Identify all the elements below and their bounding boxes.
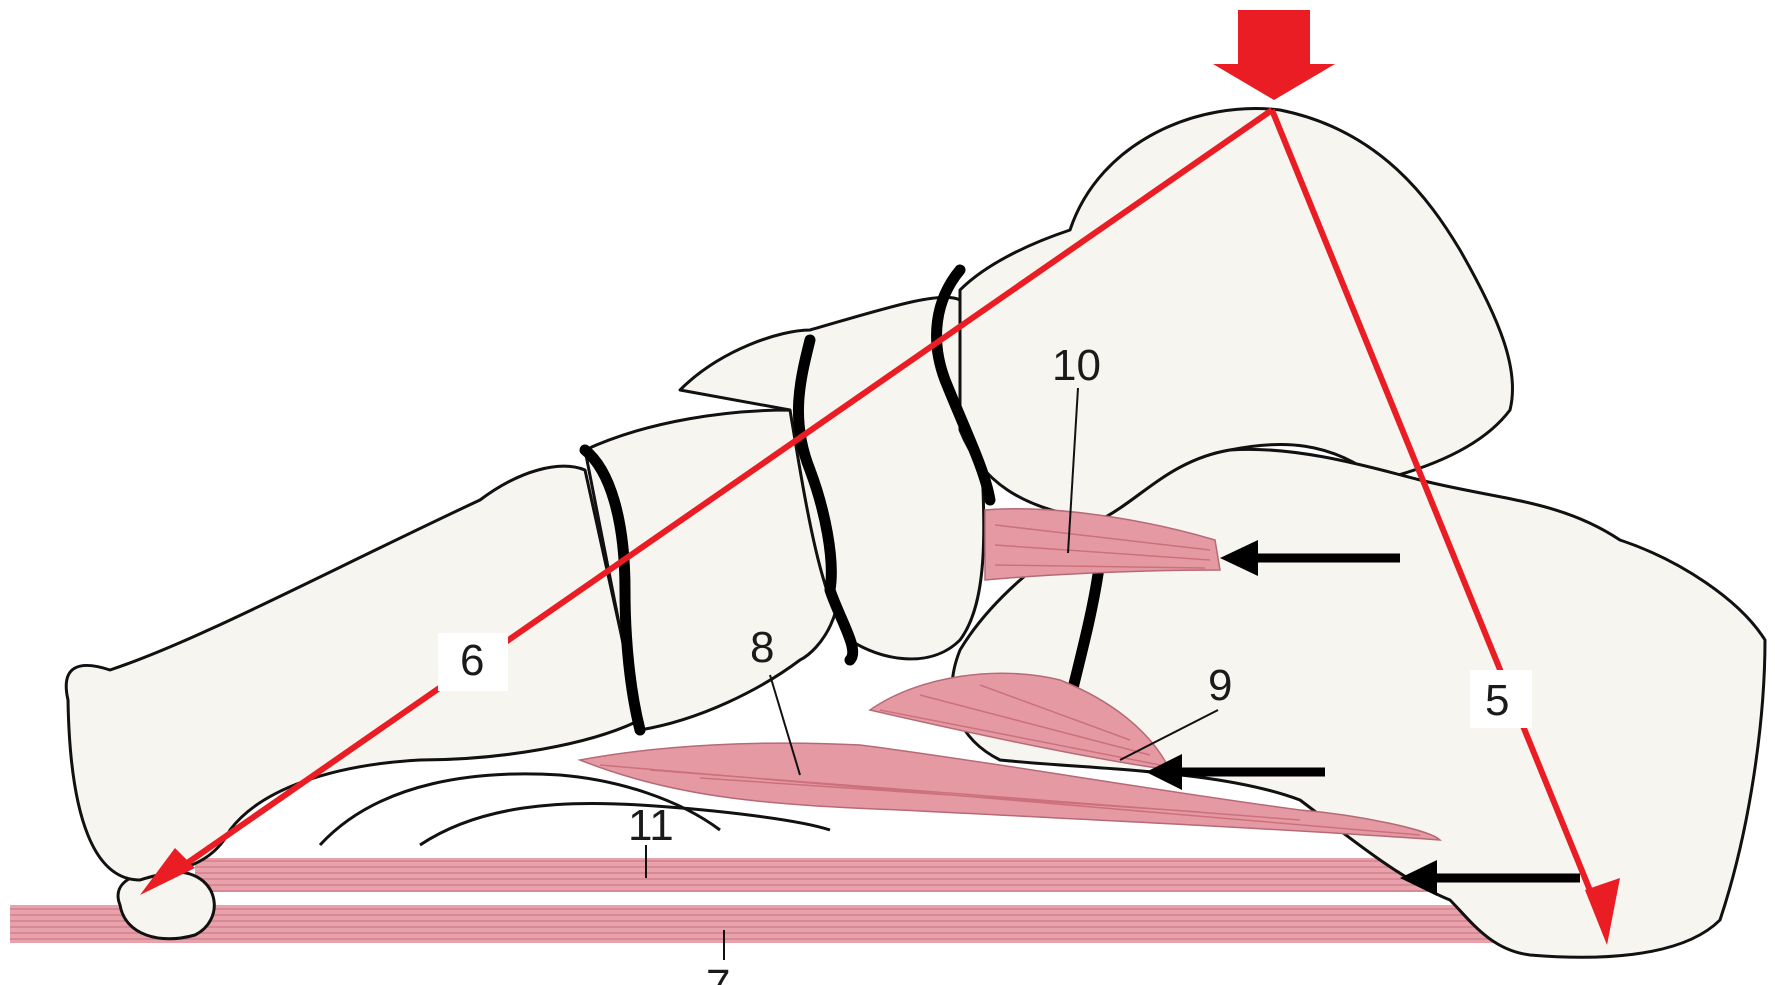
label-5: 5 [1485,676,1509,725]
plantar-band-lower [10,905,1500,943]
label-11: 11 [628,801,674,850]
label-6: 6 [460,636,484,685]
label-9: 9 [1208,661,1232,710]
arch-contour-inner [420,803,830,845]
plantar-band-upper [195,858,1435,892]
label-10: 10 [1052,341,1101,390]
label-8: 8 [750,623,774,672]
label-7: 7 [706,961,730,985]
load-arrow-down-icon [1213,10,1335,100]
